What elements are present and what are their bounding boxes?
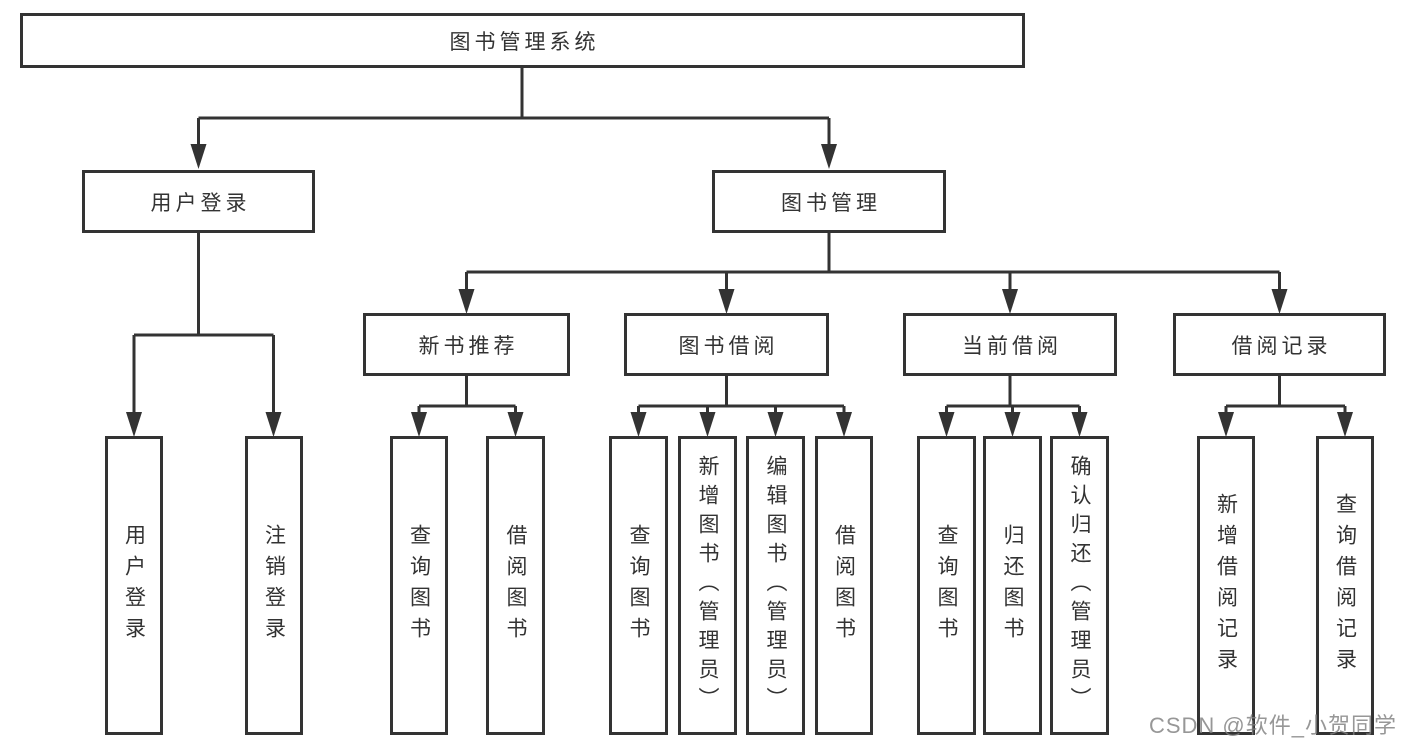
leaf-current-query: 查询图书: [917, 436, 976, 735]
node-root-label: 图书管理系统: [449, 30, 600, 54]
leaf-newbook-borrow-label: 借阅图书: [504, 523, 527, 648]
leaf-borrow-borrow-label: 借阅图书: [832, 523, 856, 648]
leaf-user-logout-label: 注销登录: [262, 523, 286, 648]
node-root: 图书管理系统: [20, 13, 1025, 68]
leaf-borrow-query: 查询图书: [609, 436, 668, 735]
leaf-borrow-edit-admin-label: 编辑图书（管理员）: [764, 455, 787, 716]
leaf-records-add: 新增借阅记录: [1197, 436, 1255, 735]
node-borrow-records: 借阅记录: [1173, 313, 1386, 376]
arrowhead-icons: [126, 144, 1353, 437]
leaf-borrow-add-admin: 新增图书（管理员）: [678, 436, 737, 735]
node-new-book-recommend-label: 新书推荐: [418, 334, 519, 358]
leaf-records-query: 查询借阅记录: [1316, 436, 1374, 735]
leaf-current-query-label: 查询图书: [935, 523, 958, 648]
leaf-newbook-query: 查询图书: [390, 436, 448, 735]
node-book-management: 图书管理: [712, 170, 946, 233]
leaf-user-login: 用户登录: [105, 436, 163, 735]
node-new-book-recommend: 新书推荐: [363, 313, 570, 376]
watermark: CSDN @软件_小贺同学: [1148, 713, 1397, 738]
leaf-borrow-query-label: 查询图书: [627, 523, 650, 648]
node-book-borrow-label: 图书借阅: [678, 334, 779, 358]
leaf-current-confirm-admin: 确认归还（管理员）: [1050, 436, 1109, 735]
leaf-current-return-label: 归还图书: [1001, 523, 1024, 648]
leaf-records-add-label: 新增借阅记录: [1214, 492, 1238, 679]
node-user-login-label: 用户登录: [150, 191, 251, 215]
node-current-borrow: 当前借阅: [903, 313, 1117, 376]
leaf-current-return: 归还图书: [983, 436, 1042, 735]
leaf-borrow-add-admin-label: 新增图书（管理员）: [696, 455, 719, 716]
leaf-user-login-label: 用户登录: [122, 523, 146, 648]
node-book-management-label: 图书管理: [781, 191, 881, 215]
leaf-newbook-query-label: 查询图书: [407, 523, 431, 648]
node-borrow-records-label: 借阅记录: [1231, 334, 1332, 358]
node-current-borrow-label: 当前借阅: [962, 334, 1062, 358]
leaf-user-logout: 注销登录: [245, 436, 303, 735]
node-user-login: 用户登录: [82, 170, 315, 233]
leaf-records-query-label: 查询借阅记录: [1333, 492, 1357, 679]
leaf-current-confirm-admin-label: 确认归还（管理员）: [1068, 455, 1091, 716]
leaf-borrow-edit-admin: 编辑图书（管理员）: [746, 436, 805, 735]
node-book-borrow: 图书借阅: [624, 313, 829, 376]
leaf-borrow-borrow: 借阅图书: [815, 436, 873, 735]
leaf-newbook-borrow: 借阅图书: [486, 436, 545, 735]
